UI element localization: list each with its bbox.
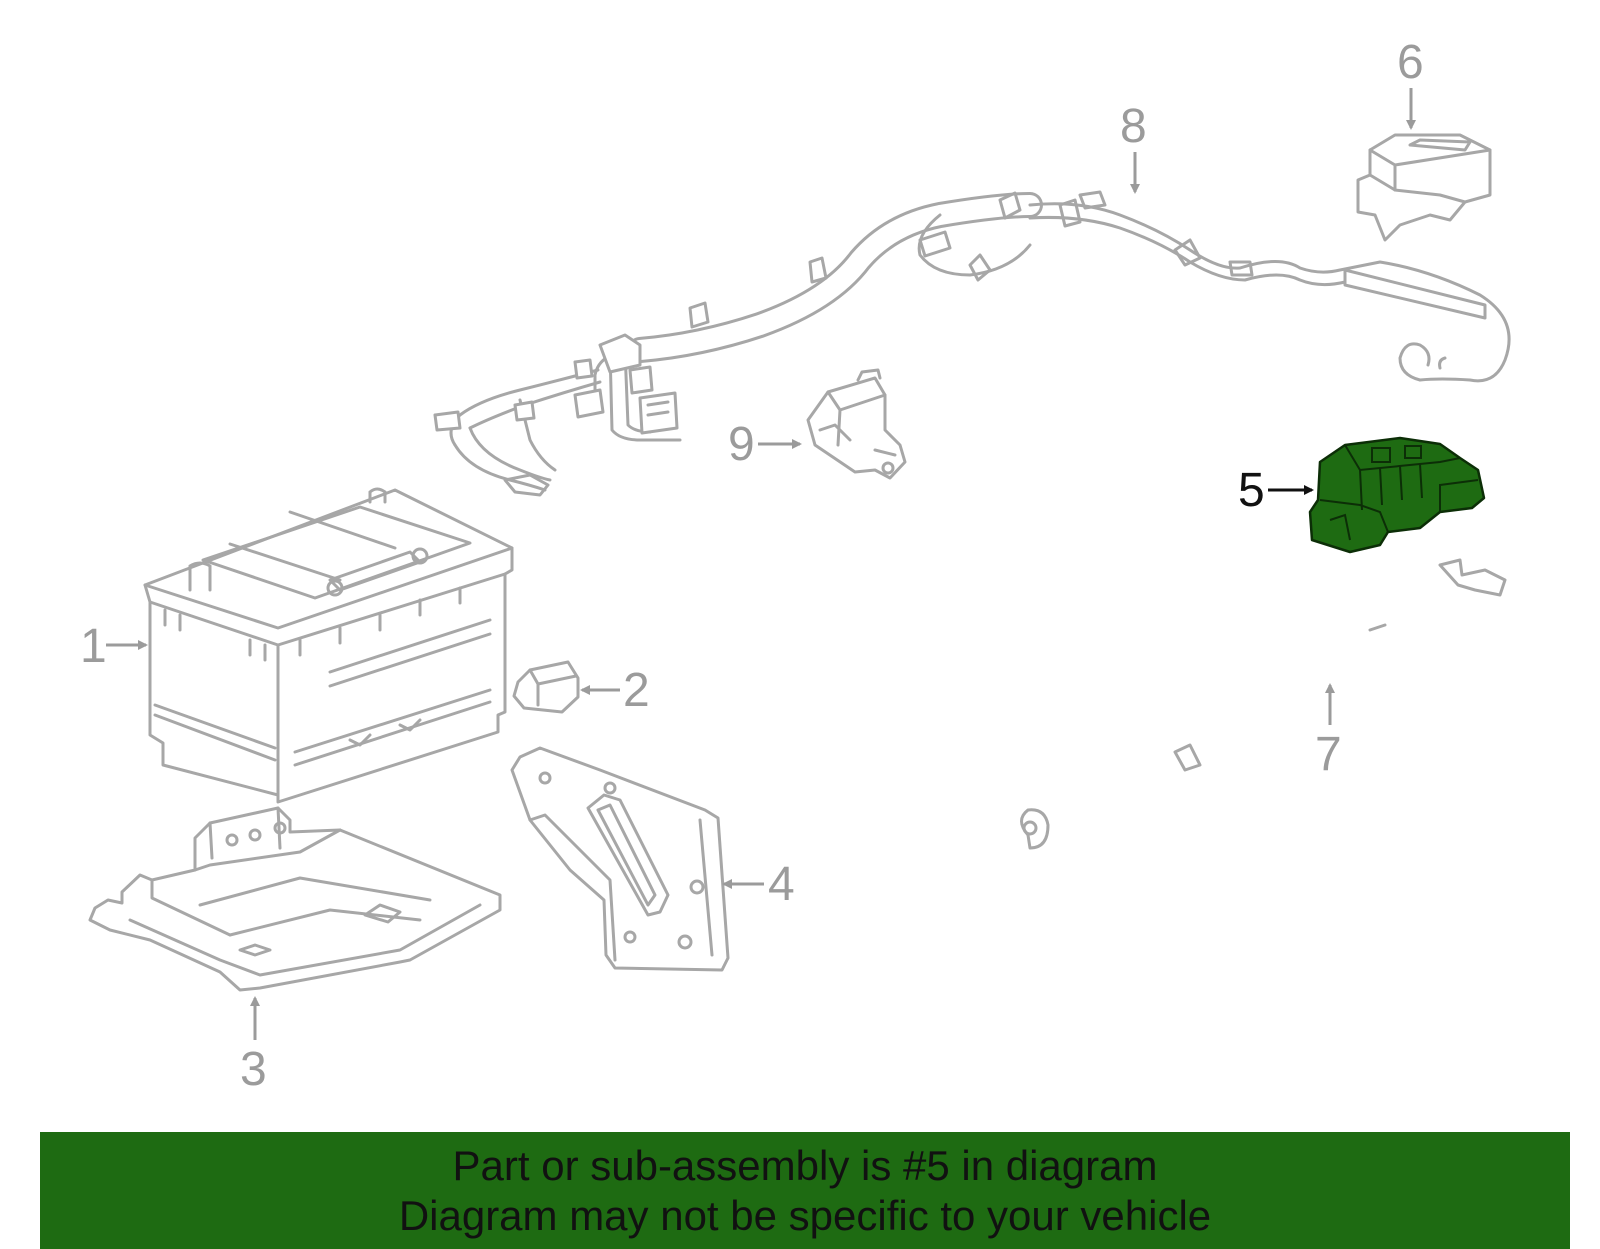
- battery-tray[interactable]: [88, 806, 502, 992]
- callout-5: 5: [1238, 464, 1265, 517]
- fuse-block-highlighted[interactable]: [1308, 436, 1486, 554]
- battery-cable[interactable]: [1020, 556, 1507, 854]
- info-banner: Part or sub-assembly is #5 in diagram Di…: [40, 1132, 1570, 1249]
- fuse-block-cover[interactable]: [1356, 133, 1492, 242]
- callout-7: 7: [1315, 728, 1342, 781]
- callout-1: 1: [80, 620, 107, 673]
- hold-down-clip[interactable]: [512, 660, 580, 714]
- battery-bracket[interactable]: [510, 746, 730, 972]
- wiring-harness[interactable]: [433, 190, 1511, 497]
- banner-line-2: Diagram may not be specific to your vehi…: [398, 1191, 1212, 1239]
- callout-8: 8: [1120, 100, 1147, 153]
- battery[interactable]: [143, 487, 514, 804]
- callout-4: 4: [768, 858, 795, 911]
- callout-2: 2: [623, 664, 650, 717]
- callout-9: 9: [728, 418, 755, 471]
- connector[interactable]: [806, 368, 907, 480]
- banner-line-1: Part or sub-assembly is #5 in diagram: [452, 1141, 1158, 1189]
- callout-6: 6: [1397, 36, 1424, 89]
- callout-3: 3: [240, 1043, 267, 1096]
